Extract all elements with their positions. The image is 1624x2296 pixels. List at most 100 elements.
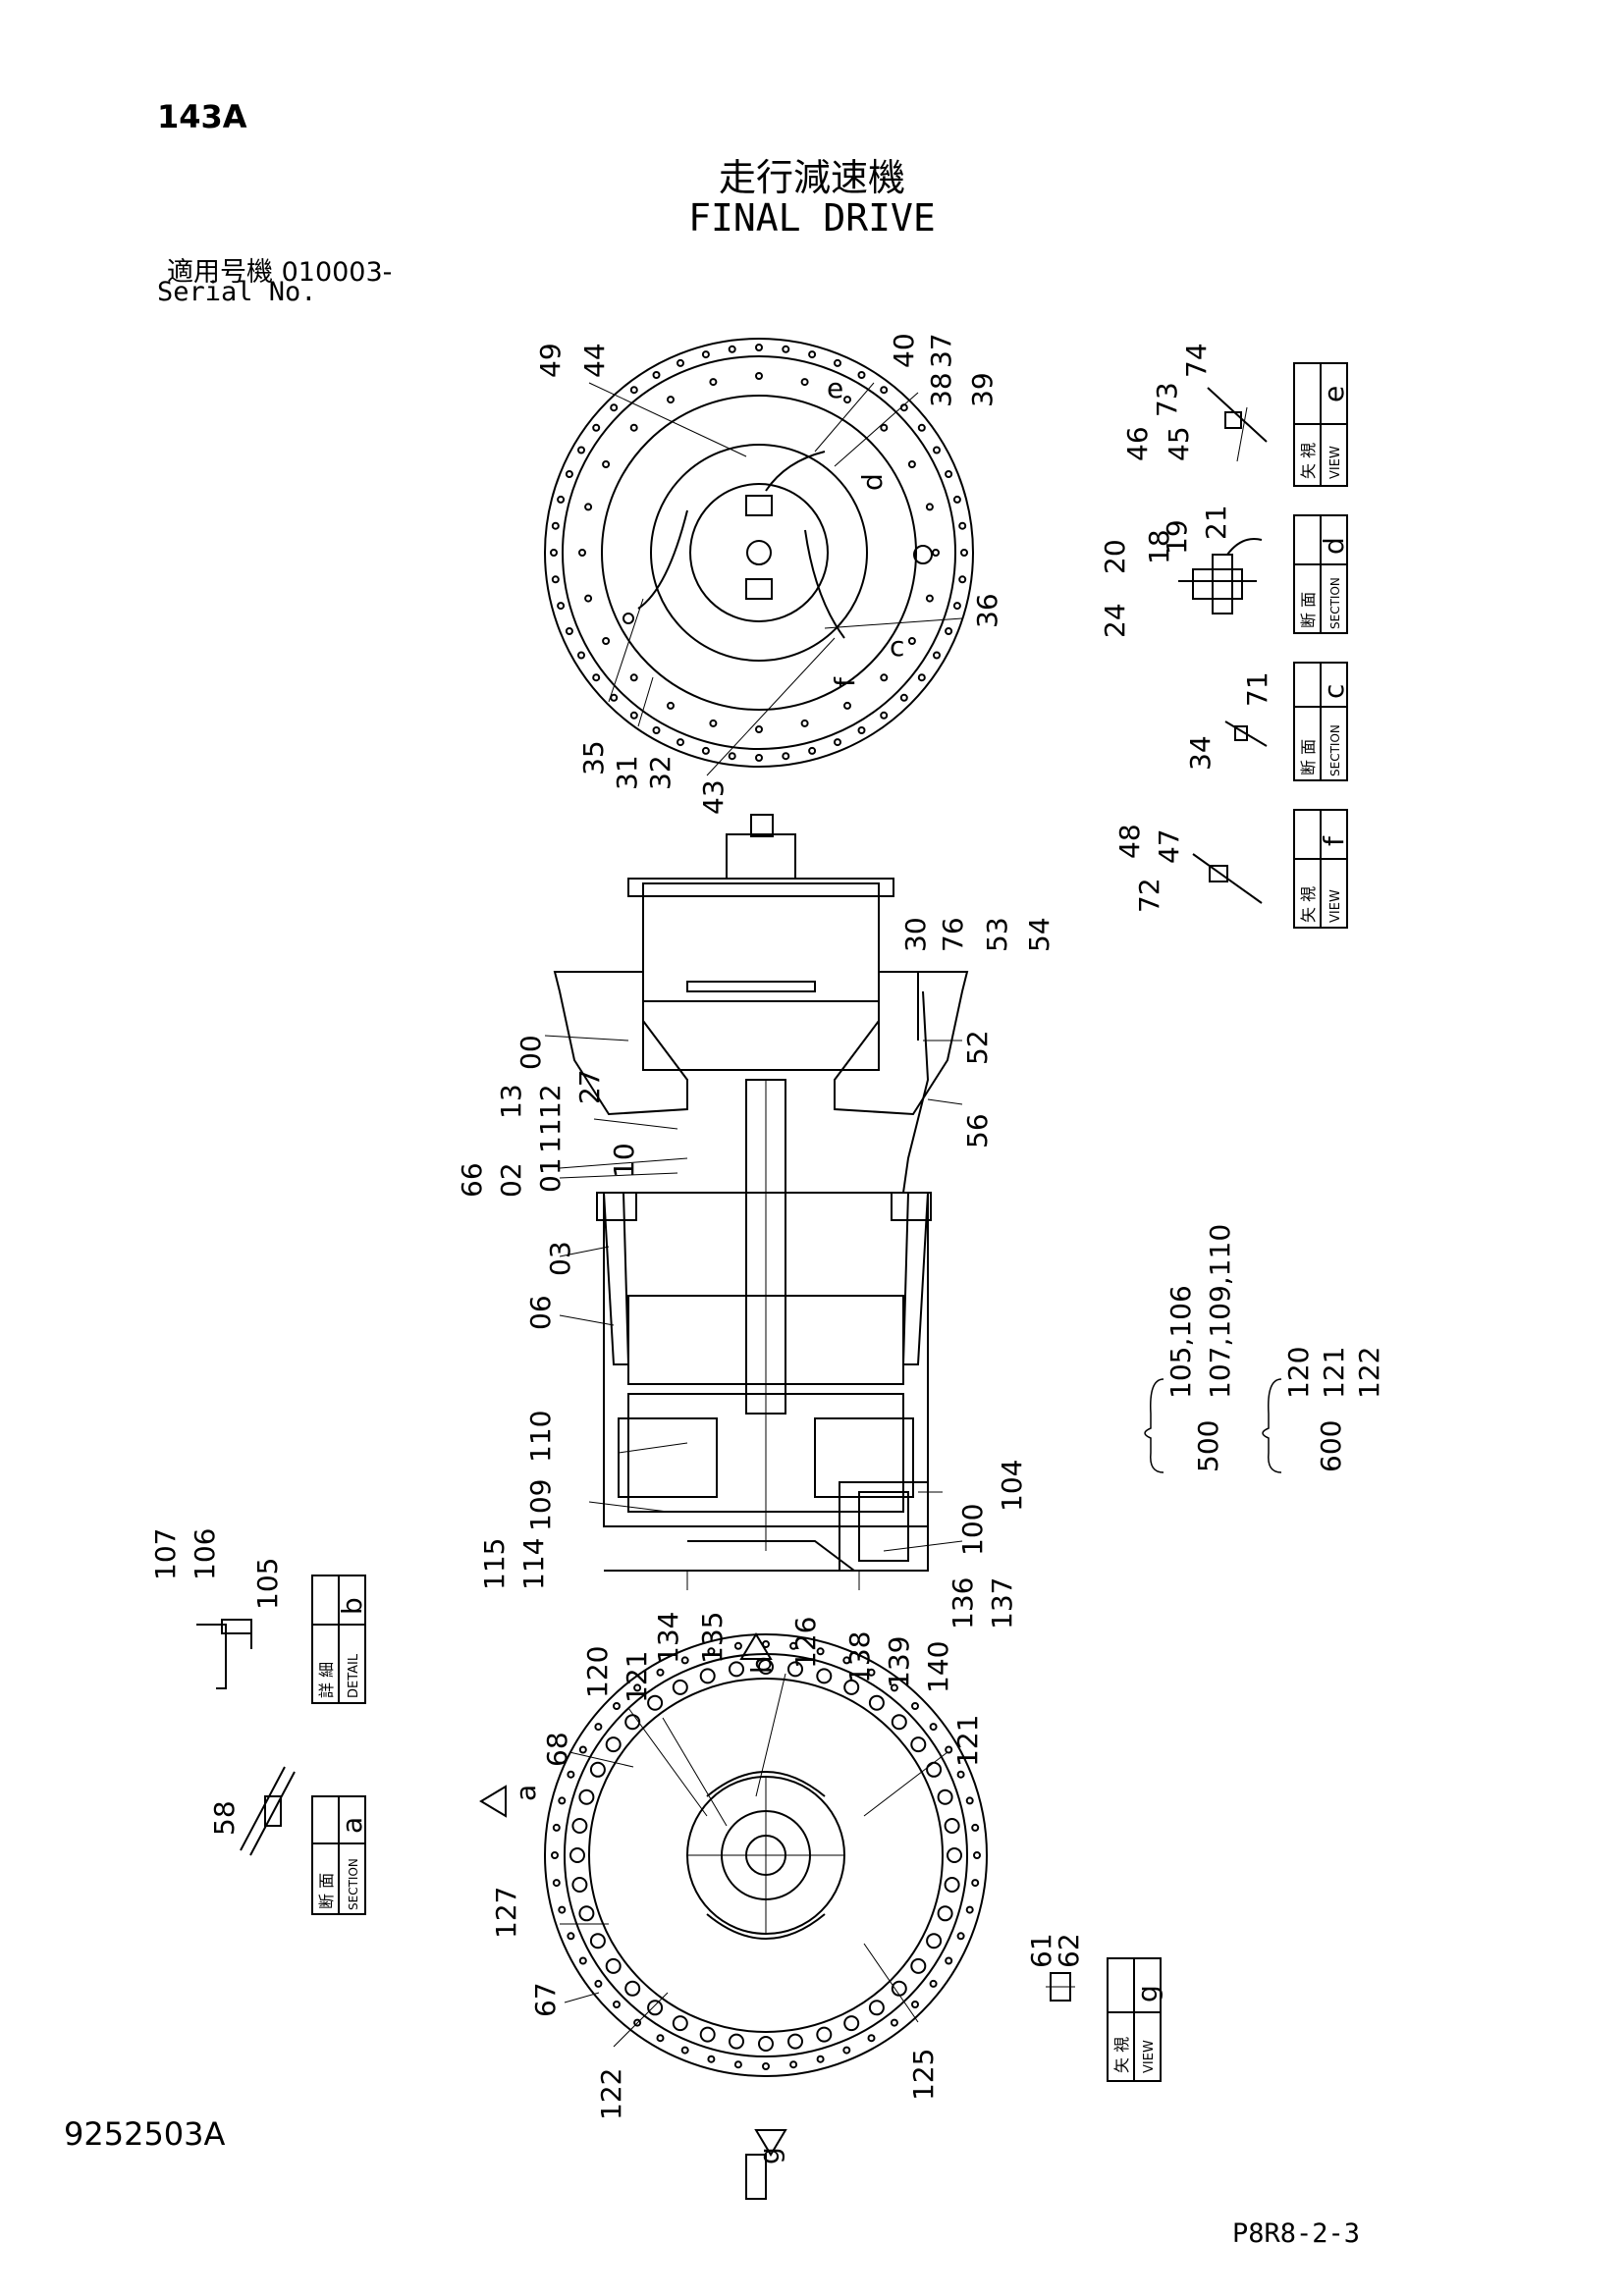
bolt-hole	[907, 460, 916, 468]
bolt-hole	[843, 396, 851, 404]
callout-140: 140	[922, 1641, 954, 1693]
bolt-hole	[578, 1745, 587, 1754]
group-500: 500 105,106 107,109,110	[1144, 1224, 1236, 1473]
bolt-hole	[890, 1683, 898, 1692]
group-600-line-3: 122	[1353, 1347, 1385, 1399]
view-box-g-kind-en: VIEW	[1142, 2040, 1157, 2073]
bolt-hole	[656, 2034, 665, 2043]
callout-121-right: 121	[951, 1715, 984, 1767]
bolt-hole	[592, 423, 601, 432]
bolt-hole	[973, 1851, 981, 1859]
bolt-hole	[917, 423, 926, 432]
side-view-labels: 30 76 53 54 52 56 00 13 12 27 11 10 66 0…	[456, 917, 1056, 1693]
bolt-hole	[707, 1647, 716, 1656]
bolt-hole	[965, 1905, 974, 1914]
callout-10: 10	[608, 1143, 640, 1178]
bolt-hole	[880, 423, 889, 432]
bolt-hole	[755, 372, 763, 380]
bolt-hole	[932, 549, 940, 557]
bolt-hole	[842, 1656, 851, 1665]
bolt-hole	[933, 651, 941, 660]
callout-56: 56	[961, 1113, 994, 1148]
roller	[868, 2000, 885, 2016]
callout-135: 135	[696, 1612, 729, 1664]
bolt-hole	[677, 738, 684, 747]
bottom-view-labels: 126 121 120 68 121 127 67 122 125 b a g	[490, 1617, 984, 2164]
bolt-hole	[602, 460, 611, 468]
bolt-hole	[755, 344, 763, 351]
callout-20: 20	[1099, 539, 1131, 574]
section-box-c-kind-ja: 断 面	[1299, 739, 1318, 775]
marker-a: a	[510, 1785, 542, 1801]
callout-105: 105	[251, 1558, 284, 1610]
top-view-drawing	[544, 338, 974, 768]
bolt-hole	[929, 1979, 938, 1988]
bolt-hole	[867, 1668, 876, 1677]
roller	[947, 1847, 962, 1863]
callout-11: 11	[534, 1118, 567, 1153]
top-view-callouts	[588, 382, 963, 776]
callout-35: 35	[577, 740, 610, 775]
bolt-hole	[960, 549, 968, 557]
callout-62: 62	[1053, 1933, 1085, 1968]
bolt-hole	[602, 637, 611, 645]
roller	[647, 2000, 664, 2016]
bolt-hole	[945, 1956, 953, 1965]
roller	[891, 1714, 907, 1731]
bolt-hole	[782, 752, 790, 761]
callout-27: 27	[573, 1069, 606, 1104]
section-box-d-kind-en: SECTION	[1328, 577, 1342, 629]
bolt-hole	[578, 1956, 587, 1965]
bolt-hole	[629, 386, 638, 395]
callout-67: 67	[529, 1982, 562, 2017]
marker-g: g	[753, 2147, 785, 2164]
bolt-hole	[965, 1796, 974, 1805]
section-box-d-kind-ja: 断 面	[1299, 592, 1318, 628]
bolt-hole	[789, 2060, 798, 2069]
bolt-hole	[610, 693, 619, 702]
callout-120: 120	[581, 1646, 614, 1698]
view-box-g-kind-ja: 矢 視	[1112, 2037, 1131, 2073]
bolt-hole	[933, 446, 941, 454]
callout-61: 61	[1025, 1933, 1057, 1968]
bolt-hole	[958, 575, 967, 584]
roller	[589, 1933, 606, 1949]
group-500-line-2: 107,109,110	[1204, 1224, 1236, 1399]
bottom-view-callouts	[560, 1673, 948, 2048]
callout-100: 100	[956, 1504, 989, 1556]
view-box-f-kind-en: VIEW	[1328, 889, 1343, 923]
bolt-hole	[800, 719, 809, 727]
marker-e: e	[827, 372, 843, 404]
bolt-hole	[707, 2055, 716, 2063]
callout-73: 73	[1151, 382, 1183, 417]
roller	[926, 1933, 943, 1949]
roller	[910, 1957, 927, 1974]
bolt-hole	[843, 701, 851, 710]
bolt-hole	[857, 726, 866, 734]
callout-138: 138	[843, 1631, 876, 1683]
callout-139: 139	[883, 1636, 915, 1688]
bolt-hole	[629, 673, 638, 682]
callout-37: 37	[925, 333, 957, 368]
bolt-hole	[565, 470, 573, 478]
marker-f: f	[829, 676, 861, 687]
bolt-hole	[842, 2046, 851, 2055]
callout-106: 106	[189, 1528, 221, 1580]
marker-c: c	[890, 630, 904, 663]
bolt-hole	[577, 651, 585, 660]
callout-47: 47	[1153, 828, 1185, 864]
bolt-hole	[667, 396, 675, 404]
bolt-hole	[667, 701, 675, 710]
bolt-hole	[880, 711, 889, 720]
roller	[787, 1661, 803, 1678]
bolt-hole	[680, 1656, 689, 1665]
bolt-hole	[567, 1770, 575, 1779]
roller	[910, 1736, 927, 1753]
callout-107: 107	[149, 1528, 182, 1580]
callout-24: 24	[1099, 603, 1131, 638]
bolt-hole	[956, 1932, 965, 1941]
bolt-hole	[728, 752, 736, 761]
bolt-hole	[733, 1641, 742, 1650]
bolt-hole	[890, 2018, 898, 2027]
roller	[569, 1847, 585, 1863]
